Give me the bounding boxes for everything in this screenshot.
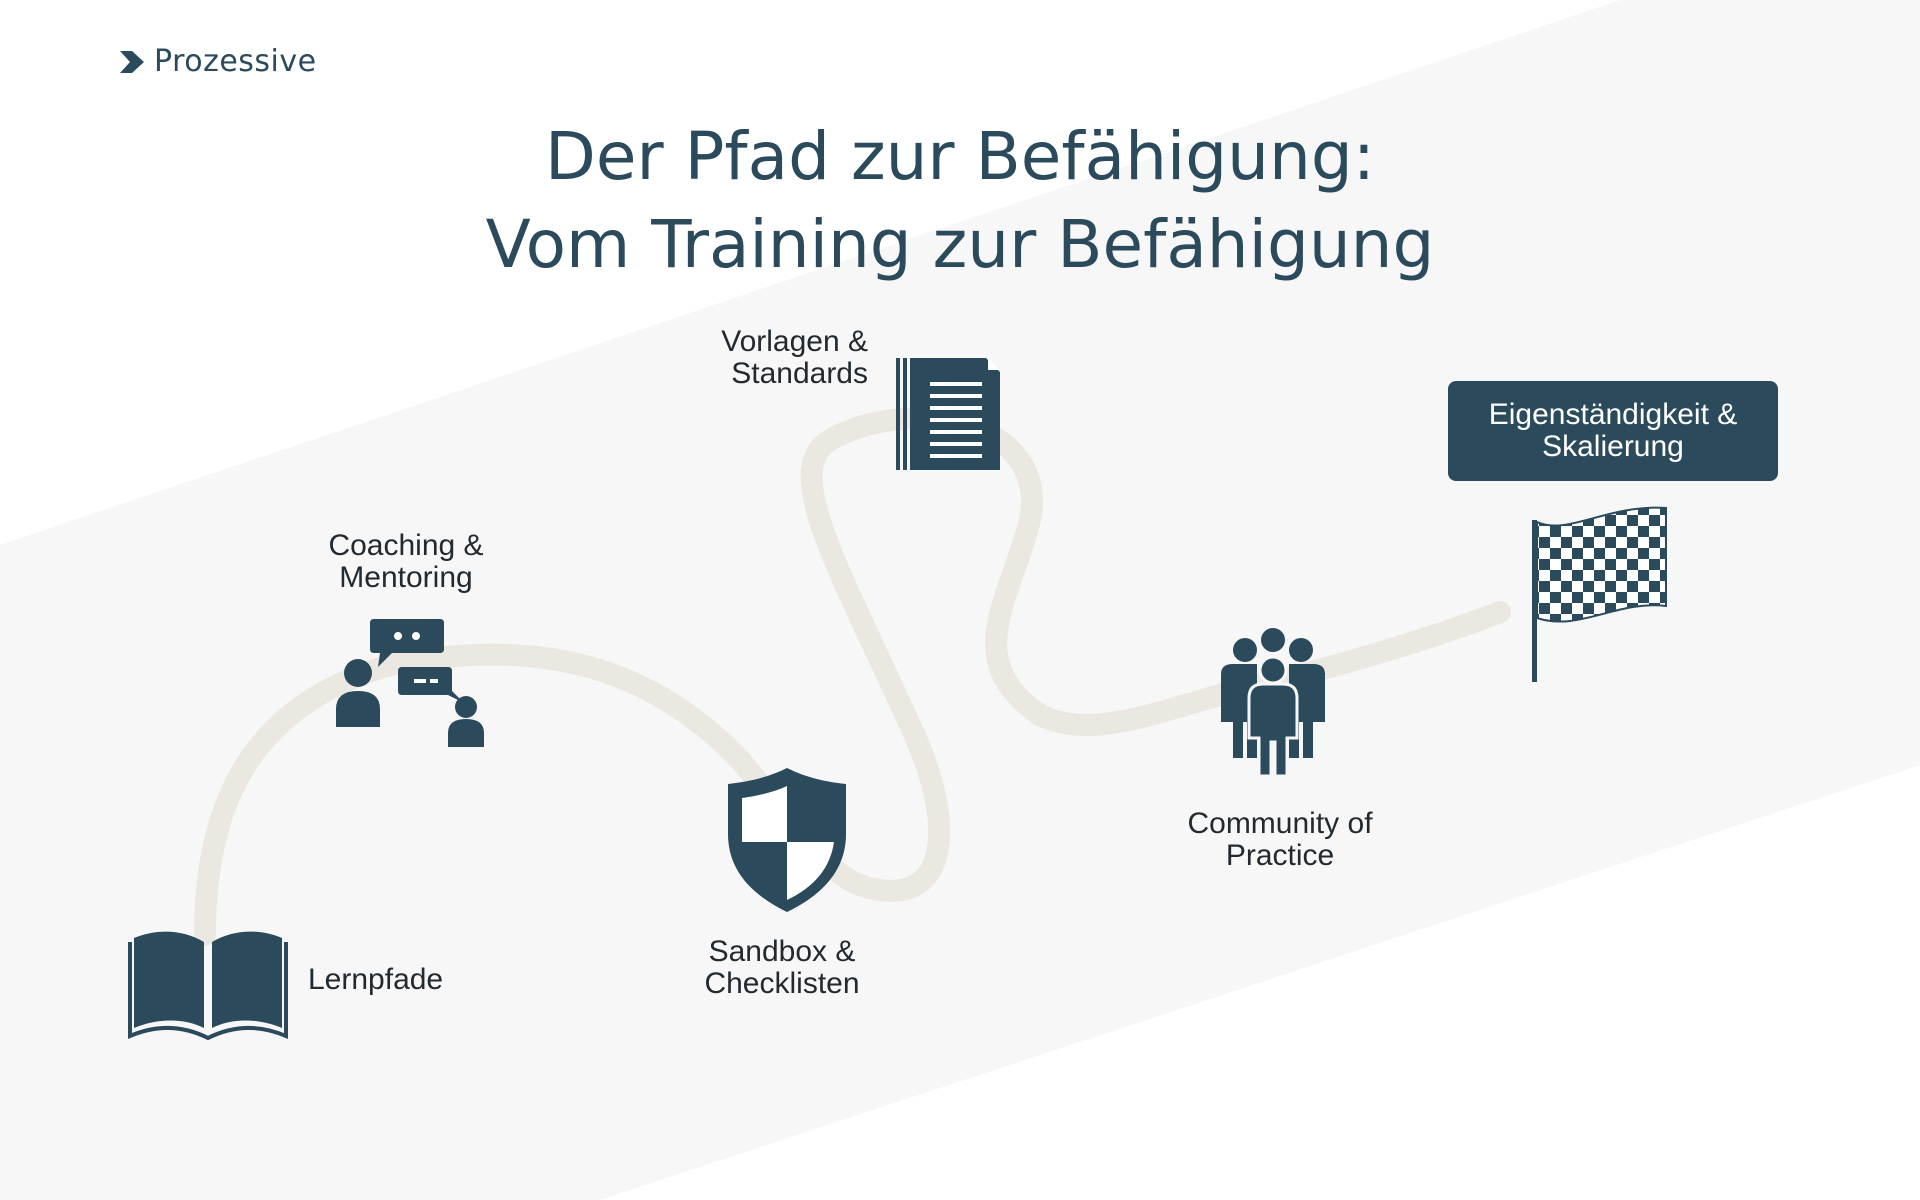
goal-box: Eigenständigkeit & Skalierung <box>1448 381 1778 481</box>
goal-label-line-2: Skalierung <box>1542 430 1684 463</box>
step-label-vorlagen: Vorlagen & Standards <box>721 325 868 390</box>
checkered-flag-icon <box>1532 506 1667 682</box>
brand-name: Prozessive <box>154 44 317 79</box>
chevron-right-icon <box>120 50 144 73</box>
chat-people-icon <box>336 619 484 747</box>
document-icon <box>896 358 1000 470</box>
step-label-sandbox: Sandbox & Checklisten <box>704 935 860 1000</box>
winding-path <box>194 407 1511 946</box>
brand-logo[interactable]: Prozessive <box>118 44 317 79</box>
group-icon <box>1221 628 1325 778</box>
step-label-lernpfade: Lernpfade <box>308 963 444 996</box>
title-line-1: Der Pfad zur Befähigung: <box>545 118 1375 195</box>
open-book-icon <box>128 931 288 1041</box>
step-label-coaching: Coaching & Mentoring <box>328 529 484 594</box>
goal-label-line-1: Eigenständigkeit & <box>1488 398 1738 431</box>
title-line-2: Vom Training zur Befähigung <box>485 206 1435 283</box>
step-label-community: Community of Practice <box>1187 807 1373 872</box>
shield-icon <box>728 768 846 912</box>
